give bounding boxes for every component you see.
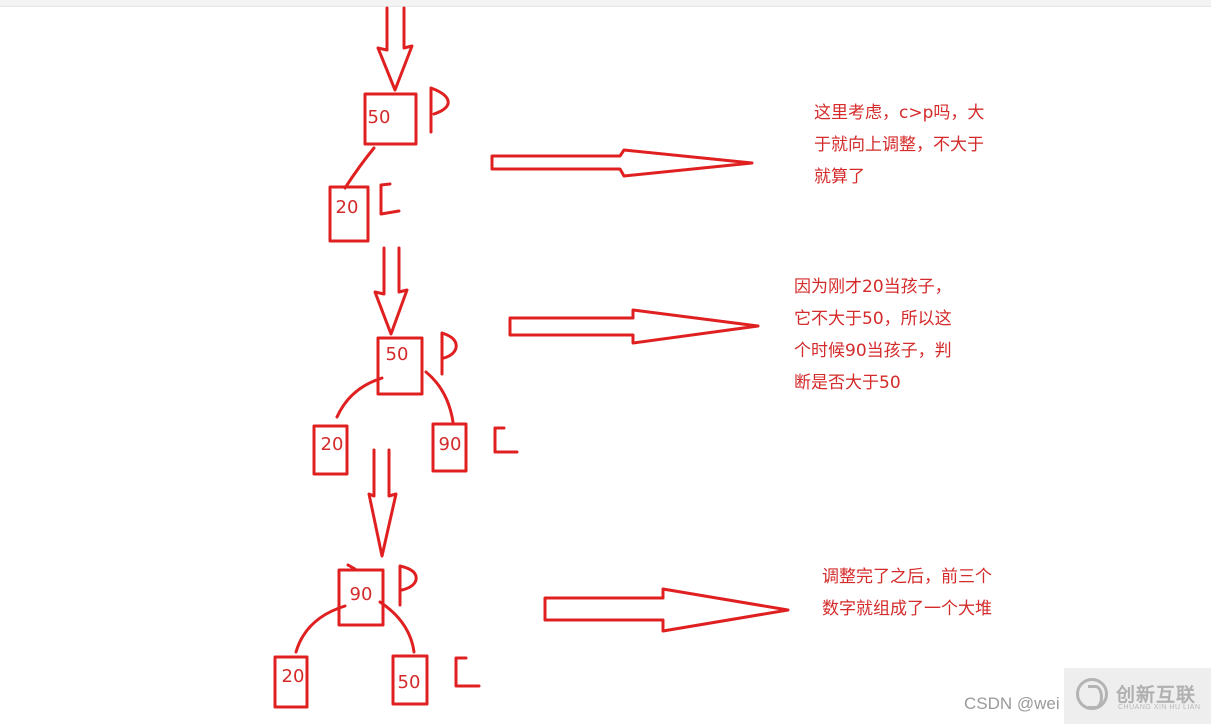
right-arrow-2 bbox=[508, 308, 760, 345]
node-label-stage2-parent: 50 bbox=[385, 344, 409, 365]
down-arrow-3 bbox=[367, 448, 398, 558]
node-box-stage2-child-left bbox=[312, 424, 349, 476]
note-stage1: 这里考虑，c>p吗，大 于就向上调整，不大于 就算了 bbox=[814, 97, 984, 193]
note-line: 断是否大于50 bbox=[794, 373, 901, 393]
note-line: 就算了 bbox=[814, 167, 865, 187]
node-box-stage1-child bbox=[328, 185, 370, 243]
csdn-watermark: CSDN @wei bbox=[964, 694, 1060, 713]
node-box-stage2-parent bbox=[376, 336, 424, 396]
right-arrow-3 bbox=[543, 587, 790, 633]
c-marker-2 bbox=[493, 426, 519, 454]
p-marker-2 bbox=[440, 331, 458, 376]
edge-stage2-left bbox=[335, 376, 384, 419]
node-label-stage2-child-left: 20 bbox=[320, 434, 344, 455]
node-label-stage1-parent: 50 bbox=[367, 107, 391, 128]
p-marker-3 bbox=[398, 564, 418, 607]
tick-mark bbox=[346, 563, 357, 571]
c-marker-3 bbox=[454, 656, 481, 688]
note-line: 这里考虑，c>p吗，大 bbox=[814, 103, 985, 123]
node-label-stage3-child-left: 20 bbox=[281, 666, 305, 687]
note-stage3: 调整完了之后，前三个 数字就组成了一个大堆 bbox=[822, 561, 992, 625]
edge-stage1 bbox=[343, 146, 376, 190]
node-box-stage3-parent bbox=[337, 568, 385, 627]
p-marker-1 bbox=[429, 86, 450, 134]
edge-stage3-right bbox=[378, 600, 416, 654]
c-marker-1 bbox=[379, 182, 401, 216]
node-label-stage3-parent: 90 bbox=[349, 584, 373, 605]
logo-title: 创新互联 bbox=[1116, 684, 1197, 706]
down-arrow-1 bbox=[376, 6, 414, 92]
node-label-stage3-child-right: 50 bbox=[397, 672, 421, 693]
note-line: 因为刚才20当孩子， bbox=[794, 277, 952, 297]
node-label-stage2-child-right: 90 bbox=[438, 434, 462, 455]
note-line: 个时候90当孩子，判 bbox=[794, 341, 952, 361]
node-label-stage1-child: 20 bbox=[335, 197, 359, 218]
edge-stage2-right bbox=[424, 370, 455, 424]
site-logo: 创新互联 CHUANG XIN HU LIAN bbox=[1064, 668, 1211, 724]
node-box-stage1-parent bbox=[363, 92, 418, 146]
note-line: 数字就组成了一个大堆 bbox=[822, 599, 992, 619]
note-line: 于就向上调整，不大于 bbox=[814, 135, 984, 155]
logo-icon bbox=[1076, 678, 1108, 710]
note-stage2: 因为刚才20当孩子， 它不大于50，所以这 个时候90当孩子，判 断是否大于50 bbox=[794, 271, 952, 399]
down-arrow-2 bbox=[373, 246, 409, 336]
node-box-stage3-child-left bbox=[273, 655, 309, 709]
top-border bbox=[0, 0, 1211, 7]
node-box-stage2-child-right bbox=[431, 422, 468, 473]
edge-stage3-left bbox=[294, 604, 347, 654]
note-line: 调整完了之后，前三个 bbox=[822, 567, 992, 587]
node-box-stage3-child-right bbox=[391, 654, 429, 706]
right-arrow-1 bbox=[490, 148, 754, 178]
logo-subtitle: CHUANG XIN HU LIAN bbox=[1118, 704, 1201, 711]
note-line: 它不大于50，所以这 bbox=[794, 309, 952, 329]
